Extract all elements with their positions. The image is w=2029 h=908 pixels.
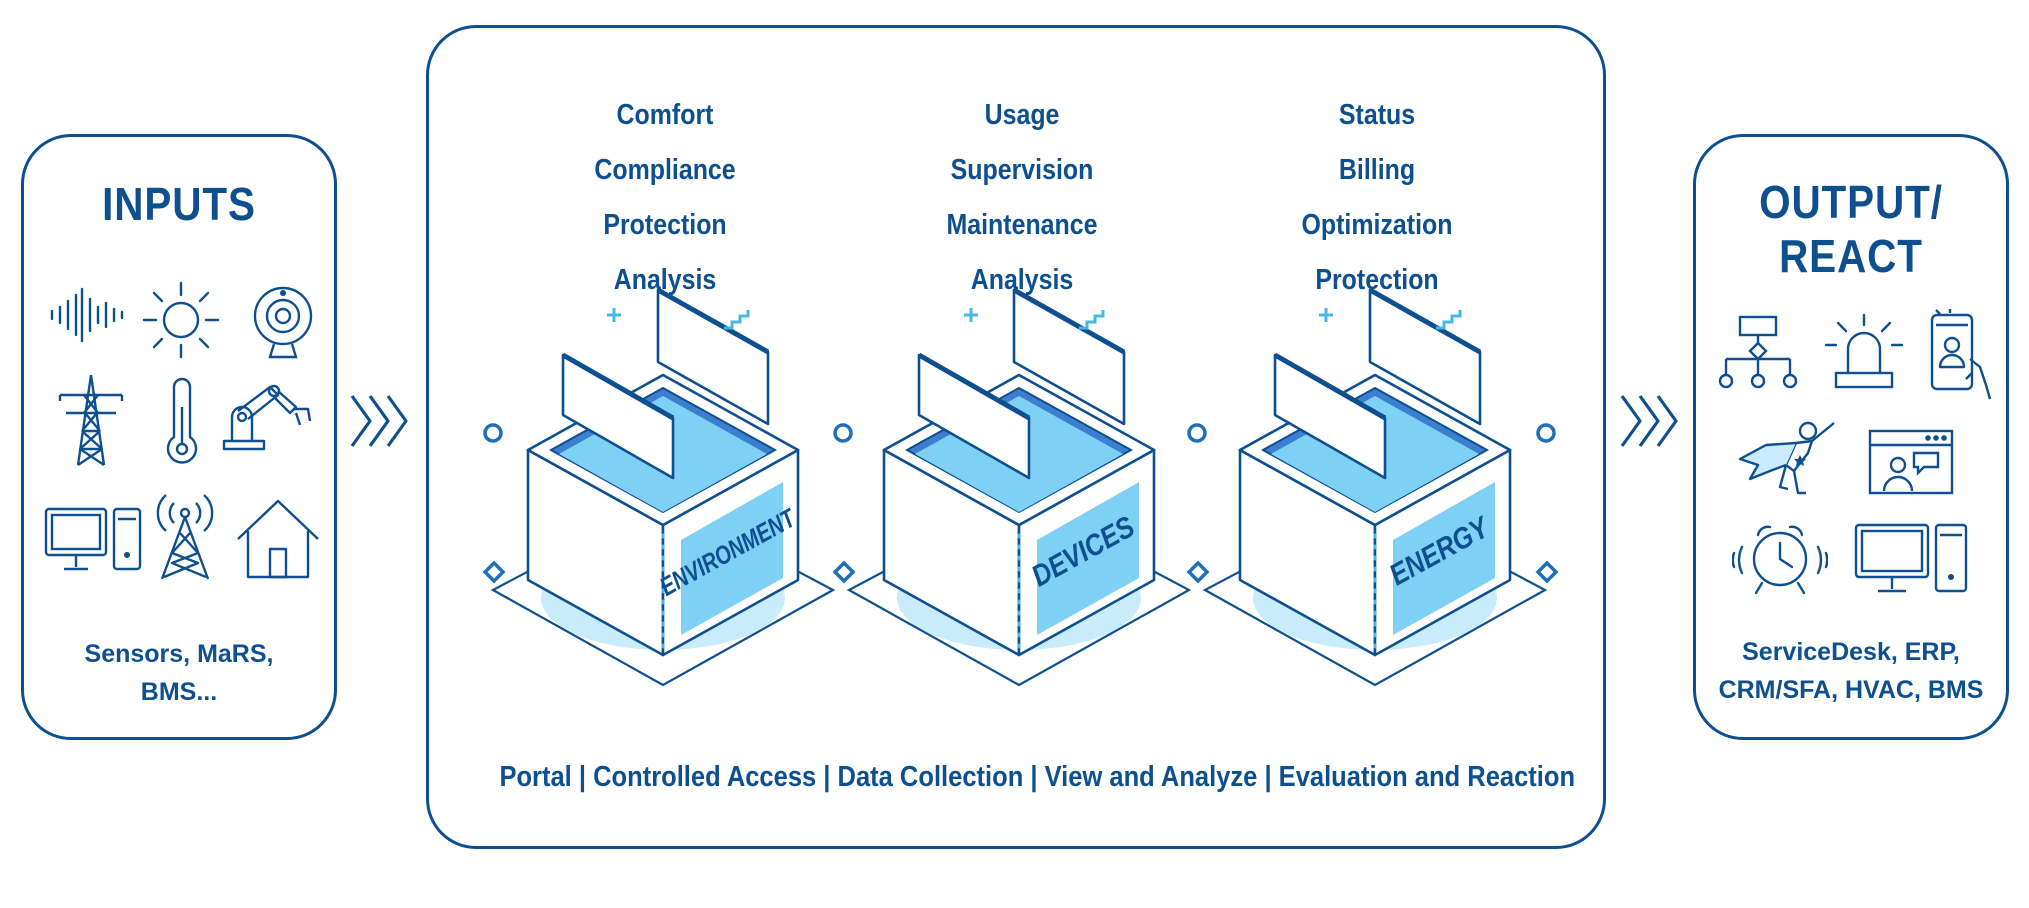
- desktop-computer-icon: [1854, 523, 1968, 593]
- circle-marker-icon: [1536, 423, 1556, 443]
- energy-box: ENERGY: [1205, 290, 1545, 685]
- sun-icon: [142, 281, 220, 359]
- inputs-title: INPUTS: [102, 178, 256, 230]
- diamond-marker-icon: [832, 560, 856, 584]
- function-item: Supervision: [950, 154, 1094, 186]
- org-chart-icon: [1718, 315, 1798, 389]
- circle-marker-icon: [483, 423, 503, 443]
- output-title-line1: OUTPUT/: [1759, 176, 1943, 228]
- robot-arm-icon: [222, 384, 312, 451]
- function-column-energy: Status Billing Optimization Protection: [1227, 88, 1527, 308]
- environment-box: ENVIRONMENT: [493, 290, 833, 685]
- output-caption: ServiceDesk, ERP, CRM/SFA, HVAC, BMS: [1718, 638, 1984, 704]
- function-item: Protection: [1315, 264, 1439, 296]
- flow-arrow-right-icon: [1620, 395, 1678, 447]
- platform-features-line: Portal | Controlled Access | Data Collec…: [499, 761, 1576, 793]
- thermometer-icon: [166, 377, 198, 464]
- steps-icon: [1434, 308, 1462, 330]
- desktop-computer-icon: [44, 507, 142, 571]
- steps-icon: [1077, 308, 1105, 330]
- function-item: Maintenance: [946, 209, 1098, 241]
- function-item: Comfort: [616, 99, 714, 131]
- sparkle-icon: [962, 306, 980, 324]
- function-item: Optimization: [1301, 209, 1453, 241]
- function-item: Usage: [984, 99, 1060, 131]
- alarm-beacon-icon: [1824, 313, 1904, 389]
- module-boxes: ENVIRONMENT DEVICES ENERGY: [482, 25, 1559, 849]
- diamond-marker-icon: [1186, 560, 1210, 584]
- function-item: Analysis: [970, 264, 1074, 296]
- alarm-clock-icon: [1732, 525, 1828, 595]
- inputs-caption: Sensors, MaRS, BMS...: [84, 640, 274, 706]
- webcam-icon: [253, 286, 313, 359]
- inputs-panel: INPUTS: [21, 134, 337, 740]
- diamond-marker-icon: [1535, 560, 1559, 584]
- output-title-line2: REACT: [1779, 230, 1923, 282]
- circle-marker-icon: [1187, 423, 1207, 443]
- web-chat-icon: [1868, 429, 1954, 495]
- sparkle-icon: [1317, 306, 1335, 324]
- power-tower-icon: [58, 374, 124, 466]
- function-item: Protection: [603, 209, 727, 241]
- sparkle-icon: [605, 306, 623, 324]
- superhero-icon: [1738, 421, 1835, 495]
- house-icon: [237, 499, 319, 579]
- circle-marker-icon: [833, 423, 853, 443]
- output-panel: OUTPUT/ REACT: [1693, 134, 2009, 740]
- function-column-devices: Usage Supervision Maintenance Analysis: [872, 88, 1172, 308]
- function-column-environment: Comfort Compliance Protection Analysis: [515, 88, 815, 308]
- radio-tower-icon: [156, 494, 214, 580]
- flow-arrow-left-icon: [350, 395, 408, 447]
- mobile-video-call-icon: [1930, 309, 1992, 400]
- diamond-marker-icon: [482, 560, 506, 584]
- devices-box: DEVICES: [849, 290, 1189, 685]
- steps-icon: [722, 308, 750, 330]
- sound-wave-icon: [50, 287, 124, 343]
- function-item: Compliance: [594, 154, 736, 186]
- function-item: Billing: [1338, 154, 1416, 186]
- function-item: Analysis: [613, 264, 717, 296]
- function-item: Status: [1338, 99, 1416, 131]
